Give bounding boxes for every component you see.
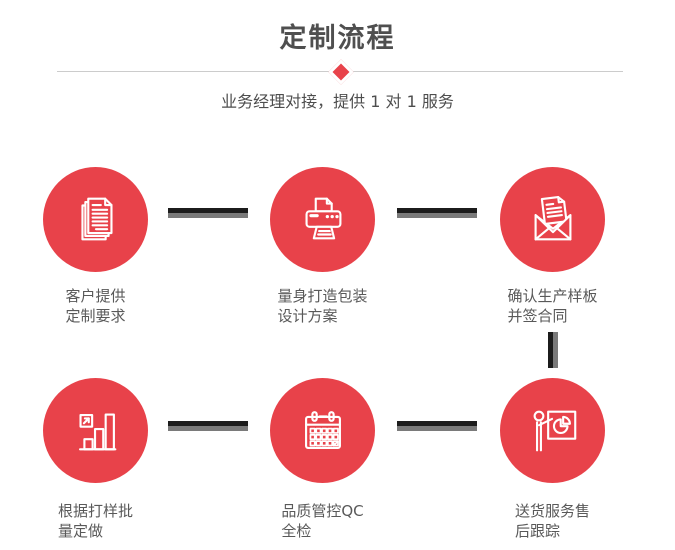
connector-bar xyxy=(397,421,477,431)
step-circle-batch-production xyxy=(43,378,148,483)
bar-chart-icon xyxy=(78,413,116,450)
step-circle-customer-requirements xyxy=(43,167,148,272)
step-circle-delivery-tracking xyxy=(500,378,605,483)
step-label-batch-production: 根据打样批 量定做 xyxy=(57,502,133,540)
calendar-icon xyxy=(304,410,341,449)
step-label-packaging-design: 量身打造包装 设计方案 xyxy=(277,287,368,325)
step-label-quality-control: 品质管控QC 全检 xyxy=(281,502,364,540)
envelope-icon xyxy=(534,195,571,240)
printer-icon xyxy=(305,197,341,239)
connector-bar xyxy=(168,421,248,431)
section-subtitle: 业务经理对接，提供 1 对 1 服务 xyxy=(221,92,454,111)
connector-bar xyxy=(168,208,248,218)
step-label-customer-requirements: 客户提供 定制要求 xyxy=(65,287,126,325)
documents-icon xyxy=(80,197,113,240)
step-circle-sample-contract xyxy=(500,167,605,272)
step-circle-packaging-design xyxy=(270,167,375,272)
connector-bar-vertical xyxy=(548,332,558,368)
diamond-accent xyxy=(328,59,354,85)
step-label-sample-contract: 确认生产样板 并签合同 xyxy=(507,287,598,325)
connector-bar xyxy=(397,208,477,218)
page-title: 定制流程 xyxy=(279,23,396,54)
presenter-icon xyxy=(533,410,576,451)
step-label-delivery-tracking: 送货服务售 后跟踪 xyxy=(514,502,590,540)
step-circle-quality-control xyxy=(270,378,375,483)
